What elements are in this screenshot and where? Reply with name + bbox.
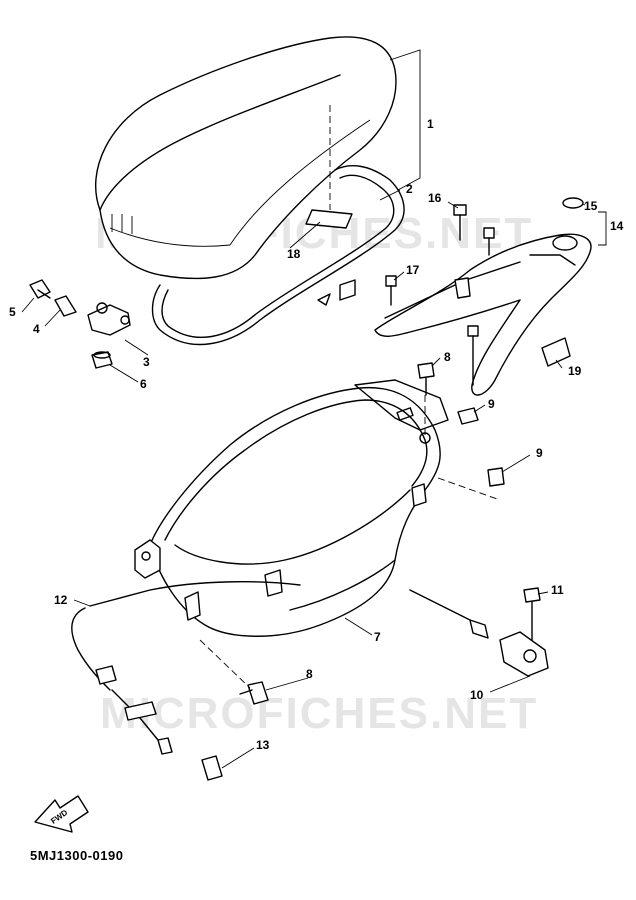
callout-7: 7 [374,630,381,644]
lock-bracket-10-part [499,587,549,677]
label-19-part [541,337,571,367]
callout-8-lower: 8 [306,667,313,681]
callout-8-upper: 8 [444,350,451,364]
callout-15: 15 [584,199,598,213]
rack-bolts-part [385,204,495,386]
callout-16: 16 [428,191,442,205]
leader-lines [21,49,607,769]
callout-9-lower: 9 [536,446,543,460]
callout-6: 6 [140,377,147,391]
lock-hardware-part [29,279,131,369]
seat-part [95,36,397,280]
bolt-8-lower-part [239,681,269,705]
watermark-bottom: MICROFICHES.NET [100,689,538,738]
callout-10: 10 [470,688,484,702]
callout-3: 3 [143,355,150,369]
callout-4: 4 [33,322,40,336]
callout-2: 2 [406,182,413,196]
bolt-13-part [201,755,223,781]
callout-11: 11 [551,583,564,597]
nut-9-lower-part [487,467,505,487]
label-18-part [305,209,353,229]
callout-19: 19 [568,364,582,378]
seal-ring-part [151,164,405,346]
callout-13: 13 [256,738,270,752]
callout-12: 12 [54,593,68,607]
forward-arrow-icon: FWD [34,795,89,833]
callout-1: 1 [427,117,434,131]
box-dash-line-3 [199,639,251,689]
cap-15-part [562,197,584,209]
callout-9-upper: 9 [488,397,495,411]
nut-9-upper-part [457,407,479,425]
storage-box-part [134,379,449,637]
callout-18: 18 [287,247,301,261]
cable-12-part [71,581,489,755]
diagram-code: 5MJ1300-0190 [30,848,124,863]
callout-14: 14 [610,219,624,233]
carrier-rack-part [374,233,592,396]
callout-5: 5 [9,305,16,319]
callout-17: 17 [406,263,420,277]
